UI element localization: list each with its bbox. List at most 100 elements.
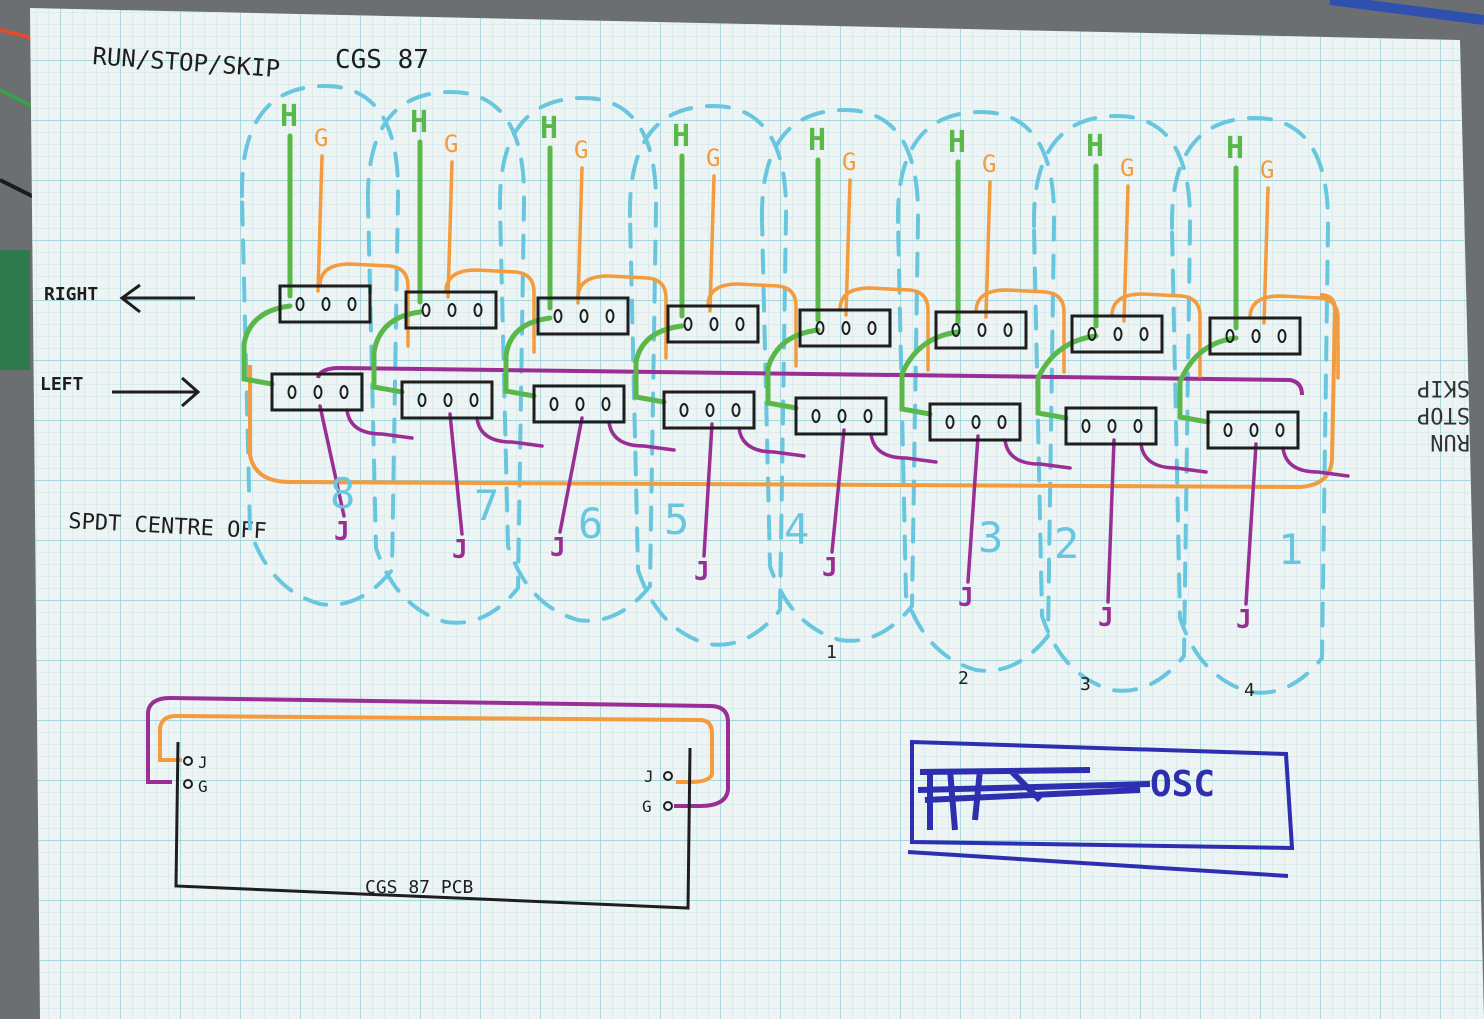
left-switch-1 bbox=[270, 372, 364, 412]
jack-wire-6 bbox=[966, 434, 1072, 584]
ground-label-5: G bbox=[842, 148, 856, 176]
left-switch-5-lug-1 bbox=[811, 409, 821, 423]
label-right: RIGHT bbox=[44, 284, 98, 305]
right-switch-4-lug-2 bbox=[709, 317, 719, 331]
jack-wire-8 bbox=[1244, 442, 1350, 606]
left-switch-6-lug-1 bbox=[945, 415, 955, 429]
left-switch-2-lug-3 bbox=[469, 393, 479, 407]
right-switch-2-lug-3 bbox=[473, 303, 483, 317]
right-switch-8 bbox=[1208, 316, 1302, 356]
left-switch-3-lug-1 bbox=[549, 397, 559, 411]
rotated-stop: STOP bbox=[1417, 402, 1470, 427]
right-switch-4 bbox=[666, 304, 760, 344]
hot-label-1: H bbox=[280, 99, 298, 134]
enclosure-7 bbox=[1031, 113, 1193, 693]
right-switch-8-lug-1 bbox=[1225, 329, 1235, 343]
pcb-left-pin-j: J bbox=[198, 753, 208, 772]
left-switch-8-lug-2 bbox=[1249, 423, 1259, 437]
enclosure-1 bbox=[239, 83, 401, 607]
right-switch-6-lug-1 bbox=[951, 323, 961, 337]
pcb-left-pin-g: G bbox=[198, 777, 208, 796]
ground-label-1: G bbox=[314, 124, 328, 152]
ground-label-6: G bbox=[982, 150, 996, 178]
right-switch-6-lug-2 bbox=[977, 323, 987, 337]
jack-wire-7 bbox=[1106, 438, 1208, 604]
channel-number-3: 3 bbox=[978, 513, 1003, 562]
jack-wire-4 bbox=[702, 422, 806, 558]
ground-wire-6 bbox=[974, 180, 1066, 374]
channel-number-8: 8 bbox=[330, 469, 355, 518]
hot-wire-3 bbox=[503, 145, 553, 399]
right-switch-2 bbox=[404, 290, 498, 330]
right-switch-3-lug-2 bbox=[579, 309, 589, 323]
channel-number-4: 4 bbox=[784, 505, 809, 554]
left-switch-1-lug-2 bbox=[313, 385, 323, 399]
small-number-2: 2 bbox=[958, 668, 969, 689]
ground-label-8: G bbox=[1260, 156, 1274, 184]
left-switch-4-lug-2 bbox=[705, 403, 715, 417]
jack-label-8: J bbox=[1236, 605, 1252, 635]
jack-wire-5 bbox=[830, 428, 938, 554]
pcb-outline bbox=[174, 741, 692, 910]
hot-wire-4 bbox=[633, 153, 685, 405]
left-switch-2-lug-2 bbox=[443, 393, 453, 407]
enclosure-3 bbox=[497, 95, 659, 623]
blue-box-base bbox=[907, 850, 1289, 878]
right-switch-7-lug-1 bbox=[1087, 327, 1097, 341]
right-switch-5 bbox=[798, 308, 892, 348]
enclosure-4 bbox=[627, 103, 789, 647]
pcb-label: CGS 87 PCB bbox=[365, 877, 473, 898]
ground-wire-4 bbox=[706, 174, 798, 368]
hot-wire-5 bbox=[765, 157, 821, 411]
ground-label-2: G bbox=[444, 130, 458, 158]
pcb-right-pin-j: J bbox=[644, 767, 654, 786]
right-switch-1-lug-1 bbox=[295, 297, 305, 311]
left-switch-4-lug-1 bbox=[679, 403, 689, 417]
ground-wire-1 bbox=[316, 154, 410, 348]
left-switch-5-lug-3 bbox=[863, 409, 873, 423]
right-switch-6-lug-3 bbox=[1003, 323, 1013, 337]
left-switch-3 bbox=[532, 384, 626, 424]
left-switch-7 bbox=[1064, 406, 1158, 446]
ground-label-4: G bbox=[706, 144, 720, 172]
right-switch-5-lug-1 bbox=[815, 321, 825, 335]
right-switch-7-lug-2 bbox=[1113, 327, 1123, 341]
small-number-3: 3 bbox=[1080, 674, 1091, 695]
small-number-4: 4 bbox=[1244, 680, 1255, 701]
left-switch-4 bbox=[662, 390, 756, 430]
ground-wire-2 bbox=[444, 160, 536, 354]
left-switch-6 bbox=[928, 402, 1022, 442]
right-switch-3-lug-1 bbox=[553, 309, 563, 323]
ground-label-7: G bbox=[1120, 154, 1134, 182]
right-switch-1 bbox=[278, 284, 372, 324]
channel-number-1: 1 bbox=[1278, 525, 1303, 574]
channel-enclosures bbox=[239, 83, 1331, 695]
right-switch-1-lug-2 bbox=[321, 297, 331, 311]
left-switch-6-lug-2 bbox=[971, 415, 981, 429]
right-switch-1-lug-3 bbox=[347, 297, 357, 311]
channel-number-2: 2 bbox=[1054, 519, 1079, 568]
green-board bbox=[0, 250, 30, 370]
left-switch-3-lug-2 bbox=[575, 397, 585, 411]
right-switch-8-lug-3 bbox=[1277, 329, 1287, 343]
left-switch-8-lug-3 bbox=[1275, 423, 1285, 437]
right-switch-8-lug-2 bbox=[1251, 329, 1261, 343]
hot-wire-2 bbox=[371, 139, 423, 395]
arrow-right-icon bbox=[119, 283, 195, 314]
rotated-run: RUN bbox=[1430, 429, 1470, 454]
left-switch-6-lug-3 bbox=[997, 415, 1007, 429]
jack-wire-2 bbox=[448, 412, 544, 536]
left-switch-2-lug-1 bbox=[417, 393, 427, 407]
jack-label-3: J bbox=[550, 533, 566, 563]
left-switch-7-lug-3 bbox=[1133, 419, 1143, 433]
enclosure-6 bbox=[895, 109, 1057, 673]
title-cgs87: CGS 87 bbox=[335, 45, 429, 75]
left-switch-5 bbox=[794, 396, 888, 436]
right-switch-7-lug-3 bbox=[1139, 327, 1149, 341]
right-switch-5-lug-2 bbox=[841, 321, 851, 335]
hot-wire-6 bbox=[899, 159, 961, 417]
pcb-purple-loop bbox=[146, 695, 730, 808]
jack-label-5: J bbox=[822, 553, 838, 583]
enclosure-2 bbox=[365, 89, 527, 625]
